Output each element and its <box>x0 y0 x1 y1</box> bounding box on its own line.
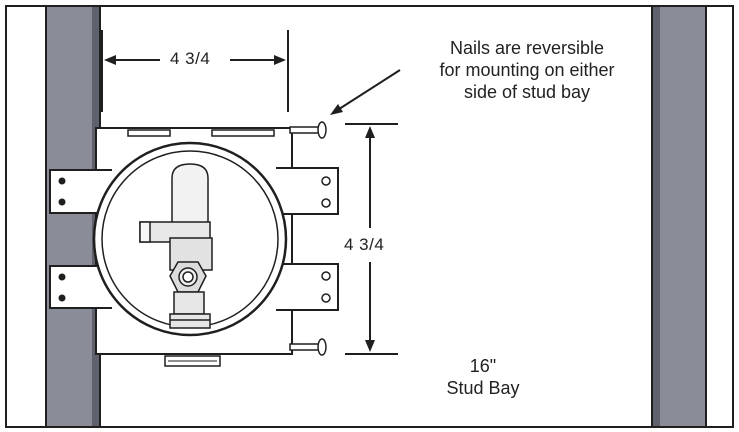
bottom-nail <box>289 338 327 356</box>
vertical-dimension <box>345 123 398 355</box>
left-mounting-tabs <box>49 169 112 309</box>
stud-bay-label: 16" Stud Bay <box>423 355 543 399</box>
vertical-dimension-label: 4 3/4 <box>344 235 385 254</box>
nail-note-line-3: side of stud bay <box>463 82 591 102</box>
stud-bay-size: 16" <box>469 356 497 376</box>
nail-note-line-2: for mounting on either <box>439 60 615 80</box>
horizontal-dimension-label: 4 3/4 <box>170 49 211 68</box>
stud-bay-text: Stud Bay <box>446 378 520 398</box>
left-tab-holes <box>58 177 66 302</box>
shutoff-valve <box>139 163 213 329</box>
right-stud <box>651 7 707 426</box>
horizontal-dimension <box>101 30 289 112</box>
left-stud <box>45 7 101 426</box>
right-tab-holes <box>321 176 331 303</box>
top-nail <box>289 121 327 139</box>
nail-note-line-1: Nails are reversible <box>449 38 605 58</box>
nail-note: Nails are reversible for mounting on eit… <box>402 37 652 103</box>
note-arrow <box>330 69 401 115</box>
